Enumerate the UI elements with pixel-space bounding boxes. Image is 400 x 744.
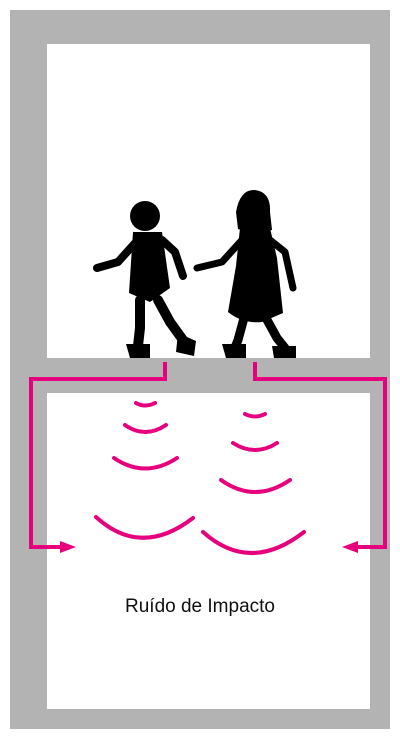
diagram-caption: Ruído de Impacto [0, 596, 400, 618]
lower-room [47, 393, 370, 709]
upper-room [47, 44, 370, 358]
